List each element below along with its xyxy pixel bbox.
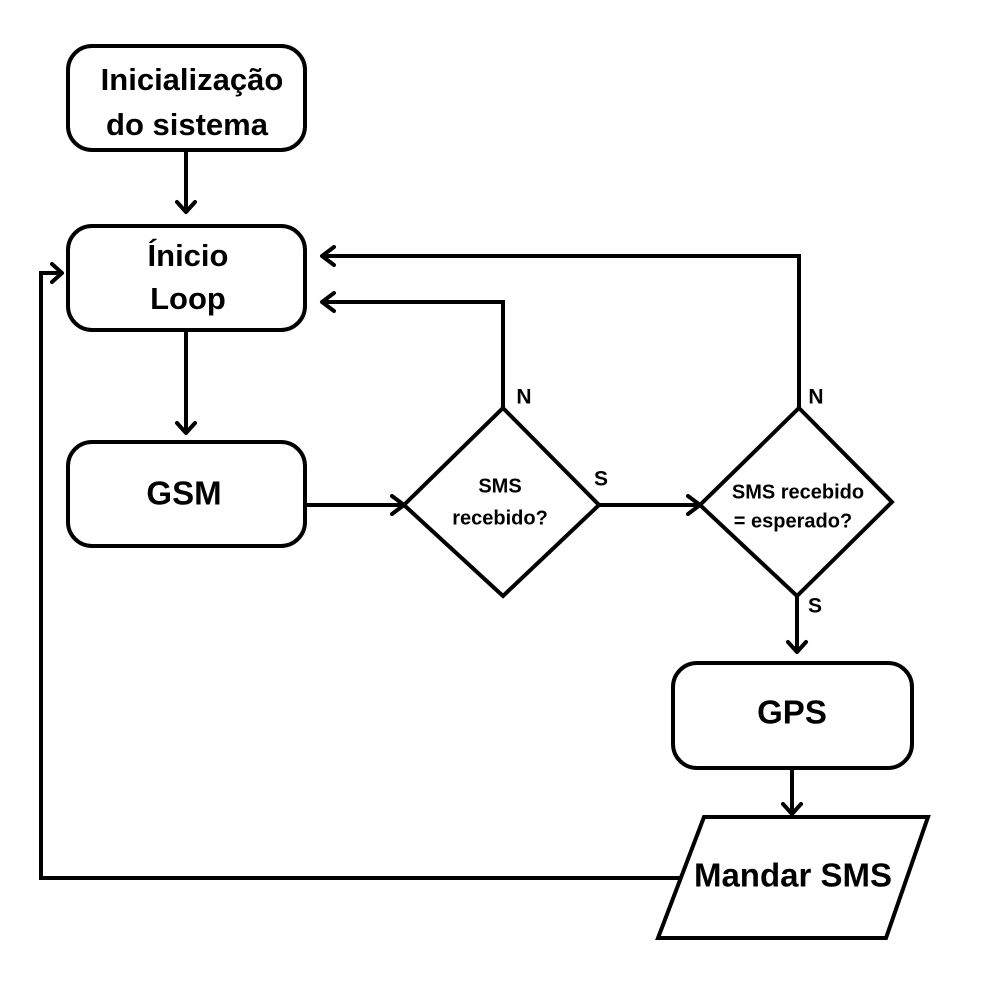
node-loop-start-line1: Ínicio [148, 238, 229, 273]
node-send-sms: Mandar SMS [655, 815, 931, 940]
node-send-sms-label: Mandar SMS [694, 857, 892, 894]
node-gsm-label: GSM [146, 475, 221, 512]
edge-loop-to-gsm [175, 330, 197, 435]
decision-sms-expected-line1: SMS recebido [732, 481, 864, 503]
node-loop-start: Ínicio Loop [66, 224, 307, 332]
edge-decision-expected-no-to-loop [320, 245, 801, 408]
node-loop-start-line2: Loop [150, 281, 226, 316]
label-received-no: N [516, 386, 531, 409]
node-gps: GPS [671, 661, 914, 770]
edge-decision-received-yes-to-decision-expected [599, 494, 702, 516]
node-gps-label: GPS [757, 694, 827, 731]
edge-send-sms-to-loop [39, 262, 680, 880]
edge-gsm-to-decision-received [305, 494, 406, 516]
label-expected-yes: S [808, 595, 822, 618]
decision-sms-expected: SMS recebido = esperado? [697, 405, 895, 599]
node-system-init: Inicialização do sistema [66, 44, 307, 152]
edge-init-to-loop [175, 150, 197, 214]
edge-decision-expected-yes-to-gps [786, 596, 808, 654]
label-expected-no: N [808, 386, 823, 409]
edge-gps-to-send-sms [781, 768, 803, 816]
node-gsm: GSM [66, 440, 307, 548]
edge-decision-received-no-to-loop [320, 291, 505, 408]
node-system-init-line1: Inicialização [101, 62, 284, 97]
label-received-yes: S [594, 468, 608, 491]
decision-sms-received: SMS recebido? [401, 405, 602, 599]
node-system-init-line2: do sistema [106, 107, 269, 142]
decision-sms-received-line1: SMS [478, 475, 521, 497]
decision-sms-received-line2: recebido? [452, 507, 548, 529]
decision-sms-expected-line2: = esperado? [734, 510, 852, 532]
